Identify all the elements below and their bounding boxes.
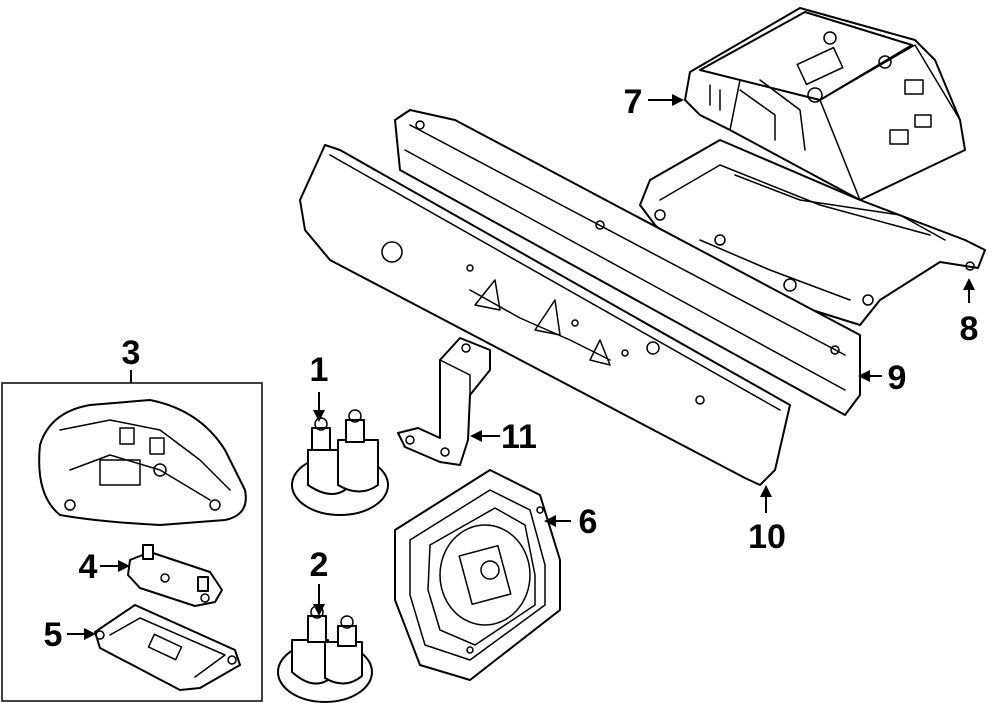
callout-9: 9 [888,359,907,397]
part-7-control-module [684,7,966,201]
part-3-housing [38,399,247,526]
callout-4: 4 [79,548,98,586]
part-11-bracket [397,337,491,466]
callout-3: 3 [122,334,141,372]
callout-2: 2 [310,546,329,584]
callout-8: 8 [960,310,979,348]
part-10-plate [299,144,791,486]
callout-5: 5 [44,616,63,654]
part-2-contactor [277,605,373,703]
callout-7: 7 [624,83,643,121]
part-6-frame [394,469,561,681]
callout-1: 1 [310,351,329,389]
callout-11: 11 [501,418,537,456]
part-5-tray [94,604,241,691]
part-1-contactor [291,409,389,516]
part-9-rail [394,109,861,416]
part-4-bus-bar [127,544,223,607]
callout-6: 6 [579,503,598,541]
leader-lines [67,94,975,640]
callout-10: 10 [748,518,786,556]
